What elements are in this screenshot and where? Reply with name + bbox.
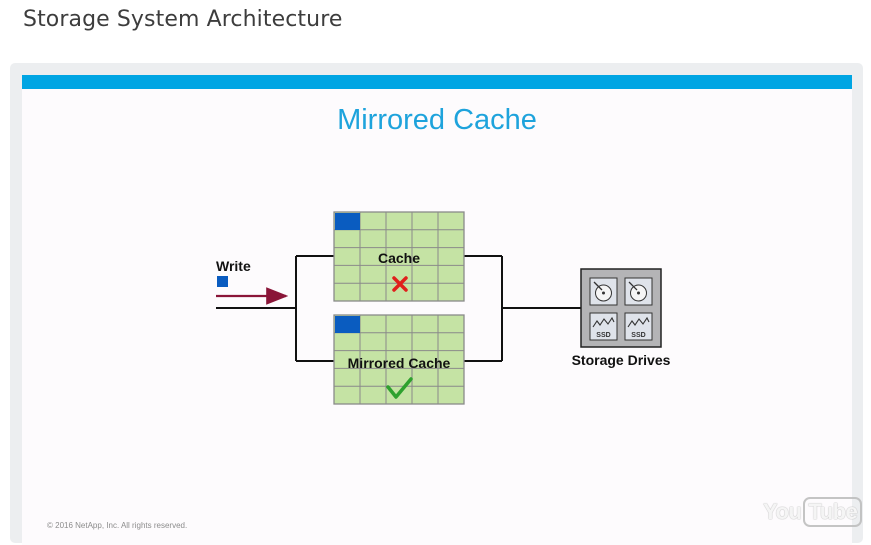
check-mark-icon — [386, 377, 413, 399]
youtube-logo[interactable]: You Tube — [763, 496, 863, 528]
ssd-label: SSD — [596, 332, 610, 339]
mirrored-data-block — [335, 316, 360, 333]
x-mark-icon — [392, 276, 408, 292]
page-title: Storage System Architecture — [23, 7, 343, 32]
ssd-icon: SSD — [624, 312, 653, 341]
mirrored-cache-grid: Mirrored Cache — [333, 314, 465, 405]
mirrored-cache-label: Mirrored Cache — [348, 355, 451, 371]
slide-title: Mirrored Cache — [337, 104, 537, 136]
slide-top-bar — [22, 75, 852, 89]
storage-drives-label: Storage Drives — [572, 352, 671, 368]
ssd-icon: SSD — [589, 312, 618, 341]
connection-lines — [216, 255, 581, 362]
copyright-notice: © 2016 NetApp, Inc. All rights reserved. — [47, 521, 188, 530]
cache-label: Cache — [378, 250, 420, 266]
hdd-icon — [624, 277, 653, 306]
youtube-logo-tube: Tube — [803, 497, 863, 527]
cache-data-block — [335, 213, 360, 230]
slide[interactable]: Mirrored Cache Write Cache — [22, 75, 863, 545]
storage-drives: SSD SSD Storage Drives — [572, 268, 671, 368]
write-data-block — [217, 276, 228, 287]
ssd-label: SSD — [631, 332, 645, 339]
cache-grid: Cache — [333, 211, 465, 302]
mirrored-cache-diagram: Write Cache Mirrored Cache — [216, 211, 671, 405]
youtube-logo-you: You — [763, 499, 802, 524]
write-label: Write — [216, 258, 251, 274]
hdd-icon — [589, 277, 618, 306]
